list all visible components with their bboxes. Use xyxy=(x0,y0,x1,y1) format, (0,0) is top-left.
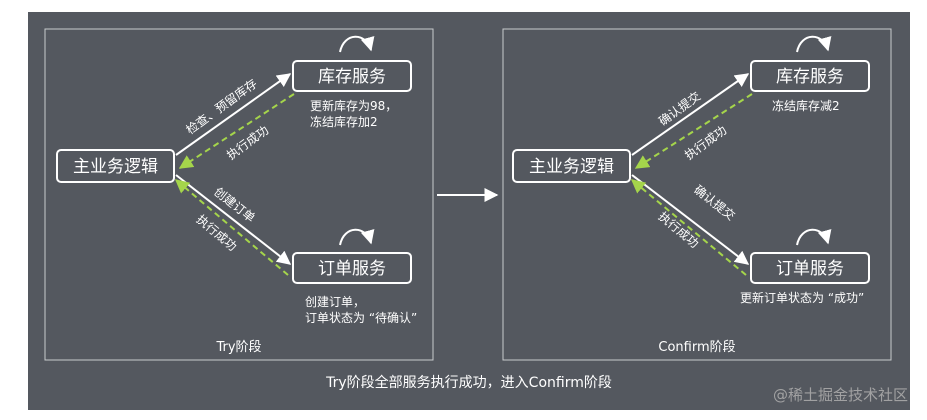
try-order-self-arrow xyxy=(339,228,375,246)
watermark: @稀土掘金技术社区 xyxy=(773,386,908,404)
try-to-inventory-arrow xyxy=(175,73,292,156)
confirm-order-return-arrow xyxy=(630,179,747,276)
confirm-phase-label: Confirm阶段 xyxy=(658,340,735,355)
try-to-order-arrow xyxy=(175,174,292,265)
confirm-order-service-label: 订单服务 xyxy=(776,259,844,279)
diagram-caption: Try阶段全部服务执行成功，进入Confirm阶段 xyxy=(325,374,612,391)
confirm-order-note: 更新订单状态为 “成功” xyxy=(740,290,864,305)
confirm-main-logic-box xyxy=(512,149,631,183)
try-order-service-label: 订单服务 xyxy=(318,259,386,279)
confirm-phase-panel xyxy=(502,28,892,361)
confirm-order-service-box xyxy=(750,252,870,284)
confirm-main-logic-label: 主业务逻辑 xyxy=(529,157,614,177)
confirm-to-order-arrow xyxy=(631,174,750,265)
try-phase-label: Try阶段 xyxy=(215,340,261,355)
try-main-logic-label: 主业务逻辑 xyxy=(73,157,158,177)
confirm-inventory-note: 冻结库存减2 xyxy=(772,98,840,113)
try-phase-panel xyxy=(44,28,434,361)
try-main-logic-box xyxy=(56,149,175,183)
try-inventory-return-arrow xyxy=(178,93,295,169)
confirm-order-self-arrow xyxy=(796,228,832,246)
try-order-note-line1: 创建订单， xyxy=(305,295,365,309)
confirm-inventory-return-arrow xyxy=(634,93,753,169)
try-order-note-line2: 订单状态为 “待确认” xyxy=(305,311,417,325)
try-inventory-note-line1: 更新库存为98， xyxy=(310,98,397,113)
try-inventory-service-label: 库存服务 xyxy=(318,67,386,87)
try-inventory-self-arrow xyxy=(339,35,375,53)
try-order-service-box xyxy=(292,252,412,284)
confirm-inventory-service-label: 库存服务 xyxy=(776,67,844,87)
confirm-to-inventory-arrow xyxy=(631,73,750,156)
confirm-inventory-service-box xyxy=(750,60,870,92)
try-inventory-service-box xyxy=(292,60,412,92)
confirm-inventory-self-arrow xyxy=(796,35,832,53)
diagram-background xyxy=(28,12,910,410)
try-order-return-arrow xyxy=(174,179,289,276)
try-inventory-note-line2: 冻结库存加2 xyxy=(310,114,378,129)
